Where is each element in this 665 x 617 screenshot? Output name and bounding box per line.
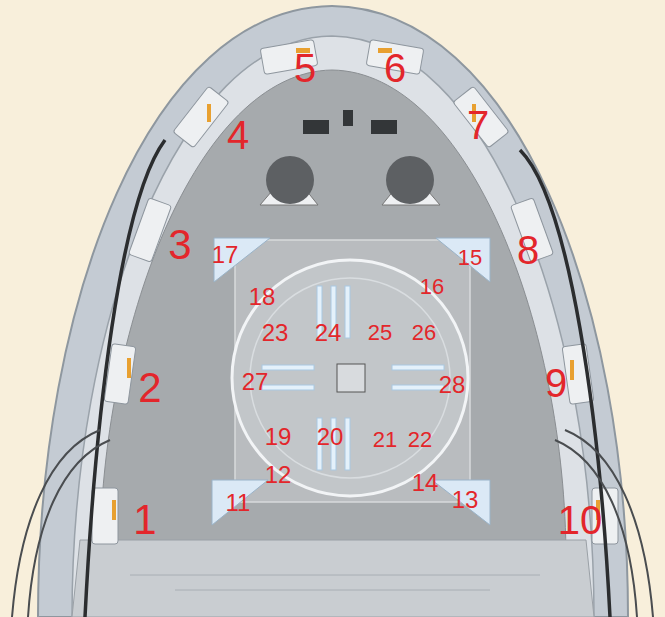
callout-number: 12 (265, 463, 292, 487)
callout-number: 2 (138, 367, 161, 409)
callout-number: 3 (168, 224, 191, 266)
inner-wall (72, 36, 594, 617)
callout-number: 18 (249, 285, 276, 309)
callout-number: 13 (452, 488, 479, 512)
callout-number: 15 (458, 247, 482, 269)
callout-number: 5 (294, 48, 316, 88)
center-hub (337, 364, 365, 392)
callout-number: 20 (317, 425, 344, 449)
callout-number: 19 (265, 425, 292, 449)
callout-number: 16 (420, 276, 444, 298)
seats (260, 156, 440, 205)
callout-number: 23 (262, 321, 289, 345)
wall-panels (92, 40, 618, 544)
railings (12, 430, 653, 617)
callout-number: 14 (412, 471, 439, 495)
callout-number: 21 (373, 429, 397, 451)
callout-number: 27 (242, 370, 269, 394)
callout-number: 1 (133, 499, 156, 541)
callout-number: 7 (467, 105, 489, 145)
top-equipment (303, 110, 397, 134)
callout-number: 4 (227, 115, 249, 155)
callout-number: 9 (545, 363, 567, 403)
callout-number: 10 (558, 500, 603, 540)
callout-number: 25 (368, 322, 392, 344)
turntable (232, 260, 468, 496)
callout-number: 8 (517, 230, 539, 270)
callout-number: 24 (315, 321, 342, 345)
callout-number: 26 (412, 322, 436, 344)
corner-lights (212, 238, 490, 525)
outer-shell (38, 6, 628, 617)
callout-number: 17 (212, 243, 239, 267)
panel-lights (112, 48, 600, 520)
callout-number: 6 (384, 48, 406, 88)
light-slots (262, 286, 444, 470)
callout-number: 11 (226, 491, 251, 515)
cables (85, 140, 610, 617)
callout-number: 22 (408, 429, 432, 451)
callout-number: 28 (439, 373, 466, 397)
floor (100, 70, 566, 560)
bottom-deck (72, 540, 594, 617)
turntable-ring (250, 278, 450, 478)
deck-lines (130, 575, 540, 590)
